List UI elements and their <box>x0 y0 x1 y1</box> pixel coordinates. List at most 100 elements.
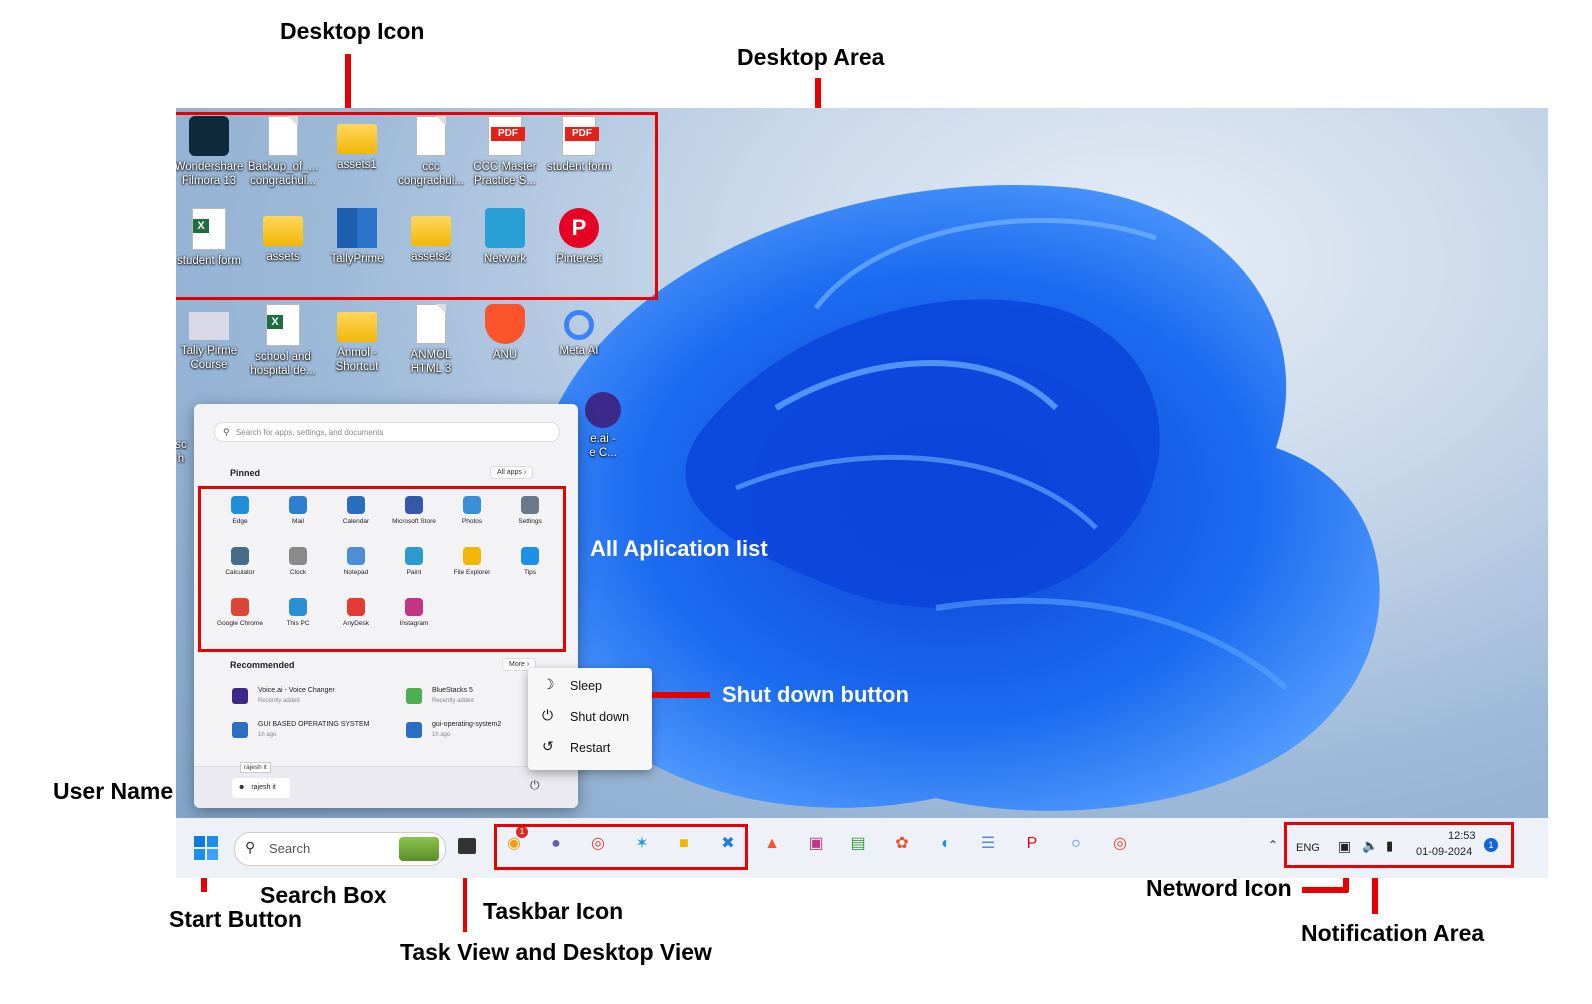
pinned-app[interactable]: File Explorer <box>443 547 501 576</box>
pinned-app[interactable]: Google Chrome <box>211 598 269 627</box>
annotation-all-applications: All Aplication list <box>590 536 768 561</box>
pinned-app[interactable]: Microsoft Store <box>385 496 443 525</box>
pinned-app[interactable]: AnyDesk <box>327 598 385 627</box>
edge-icon[interactable]: ◐ <box>941 835 951 852</box>
paint-icon[interactable]: ✶ <box>635 835 649 852</box>
network-icon[interactable]: ▣ <box>1338 838 1352 854</box>
desktop-icon[interactable]: Anmol -Shortcut <box>320 304 394 374</box>
pinned-app[interactable]: Settings <box>501 496 559 525</box>
pinned-app[interactable]: Instagram <box>385 598 443 627</box>
tips-icon <box>521 547 539 565</box>
clock-icon <box>289 547 307 565</box>
vscode-icon[interactable]: ✖ <box>721 835 735 852</box>
user-account-button[interactable]: ☻ rajesh it <box>232 778 290 798</box>
start-button[interactable] <box>194 836 218 860</box>
battery-icon[interactable]: ▮ <box>1386 838 1394 853</box>
annotation-desktop-area: Desktop Area <box>737 44 885 70</box>
pinned-app[interactable]: This PC <box>269 598 327 627</box>
pinned-app-label: Settings <box>518 518 542 525</box>
all-apps-button[interactable]: All apps › <box>490 466 534 479</box>
pinned-app[interactable]: Calendar <box>327 496 385 525</box>
notepad-icon[interactable]: ☰ <box>980 835 996 852</box>
sleep-button[interactable]: Sleep <box>570 679 602 693</box>
edge-icon <box>231 496 249 514</box>
chevron-up-icon[interactable]: ⌃ <box>1268 838 1279 852</box>
user-icon: ☻ <box>238 784 246 791</box>
volume-icon[interactable]: 🔈 <box>1362 838 1379 853</box>
pinned-app[interactable]: Photos <box>443 496 501 525</box>
brave-icon[interactable]: ▲ <box>764 835 780 852</box>
explorer-icon[interactable]: ■ <box>679 835 689 852</box>
desktop-icon-label-line2: Filmora 13 <box>181 175 237 187</box>
search-icon: ⚲ <box>245 839 256 855</box>
office-icon[interactable]: ✿ <box>895 835 909 852</box>
pinned-app-label: File Explorer <box>453 569 491 576</box>
desktop-icon[interactable]: TallyPrime <box>320 208 394 266</box>
pinned-app[interactable]: Edge <box>211 496 269 525</box>
desktop-icon[interactable]: Backup_of_...congrachul... <box>246 116 320 188</box>
pinterest-icon[interactable]: P <box>1026 835 1038 852</box>
shut-down-icon: ⏻ <box>542 707 554 723</box>
instagram-icon[interactable]: ▣ <box>808 835 824 852</box>
brave-icon <box>485 304 525 344</box>
chrome-icon[interactable]: ◎ <box>591 835 605 852</box>
pinned-app[interactable]: Notepad <box>327 547 385 576</box>
more-button[interactable]: More › <box>502 658 537 671</box>
desktop-icon[interactable]: Network <box>468 208 542 266</box>
meta-ai-icon[interactable]: ○ <box>1071 835 1081 852</box>
desktop-icon-voice-ai[interactable]: e.ai -e C... <box>566 392 640 460</box>
shut-down-button[interactable]: Shut down <box>570 710 630 724</box>
annotation-line <box>345 54 351 116</box>
pinned-app[interactable]: Tips <box>501 547 559 576</box>
language-indicator[interactable]: ENG <box>1296 842 1320 854</box>
pinned-app-label: This PC <box>286 620 310 627</box>
annotation-line <box>463 850 467 932</box>
recommended-heading: Recommended <box>230 660 295 670</box>
notification-badge[interactable]: 1 <box>1484 838 1498 852</box>
restart-button[interactable]: Restart <box>570 741 611 755</box>
desktop-icon[interactable]: assets2 <box>394 208 468 264</box>
pinned-app[interactable]: Paint <box>385 547 443 576</box>
pinned-app[interactable]: Clock <box>269 547 327 576</box>
desktop-icon[interactable]: assets1 <box>320 116 394 172</box>
desktop-icon[interactable]: assets <box>246 208 320 264</box>
widgets-icon[interactable]: ◉ <box>507 835 521 852</box>
power-icon[interactable]: ⏻ <box>530 778 540 792</box>
start-menu[interactable]: ⚲ Search for apps, settings, and documen… <box>194 404 578 808</box>
desktop-icon-label: Pinterest <box>556 253 602 265</box>
annotation-box-desktop-icons <box>176 112 658 300</box>
power-menu[interactable]: ☽Sleep⏻Shut down↺Restart <box>528 668 652 770</box>
instagram-icon <box>405 598 423 616</box>
pdf-icon: PDF <box>562 116 599 156</box>
chrome-2-icon[interactable]: ◎ <box>1113 835 1127 852</box>
file-icon <box>268 116 298 156</box>
excel-icon: X <box>266 304 300 346</box>
teams-icon[interactable]: ● <box>551 835 561 852</box>
sheets-icon[interactable]: ▤ <box>850 835 866 852</box>
pinned-app[interactable]: Calculator <box>211 547 269 576</box>
clock-date[interactable]: 01-09-2024 <box>1416 846 1473 858</box>
taskbar-search-box[interactable]: ⚲ Search <box>234 832 446 866</box>
clock-time[interactable]: 12:53 <box>1448 830 1476 842</box>
pinned-app[interactable]: Mail <box>269 496 327 525</box>
task-view-button[interactable] <box>458 838 476 854</box>
desktop-icon[interactable]: Meta AI <box>542 304 616 358</box>
desktop-icon[interactable]: ANU <box>468 304 542 362</box>
pinned-app-label: Calendar <box>342 518 370 525</box>
start-search-input[interactable]: ⚲ Search for apps, settings, and documen… <box>214 422 560 442</box>
